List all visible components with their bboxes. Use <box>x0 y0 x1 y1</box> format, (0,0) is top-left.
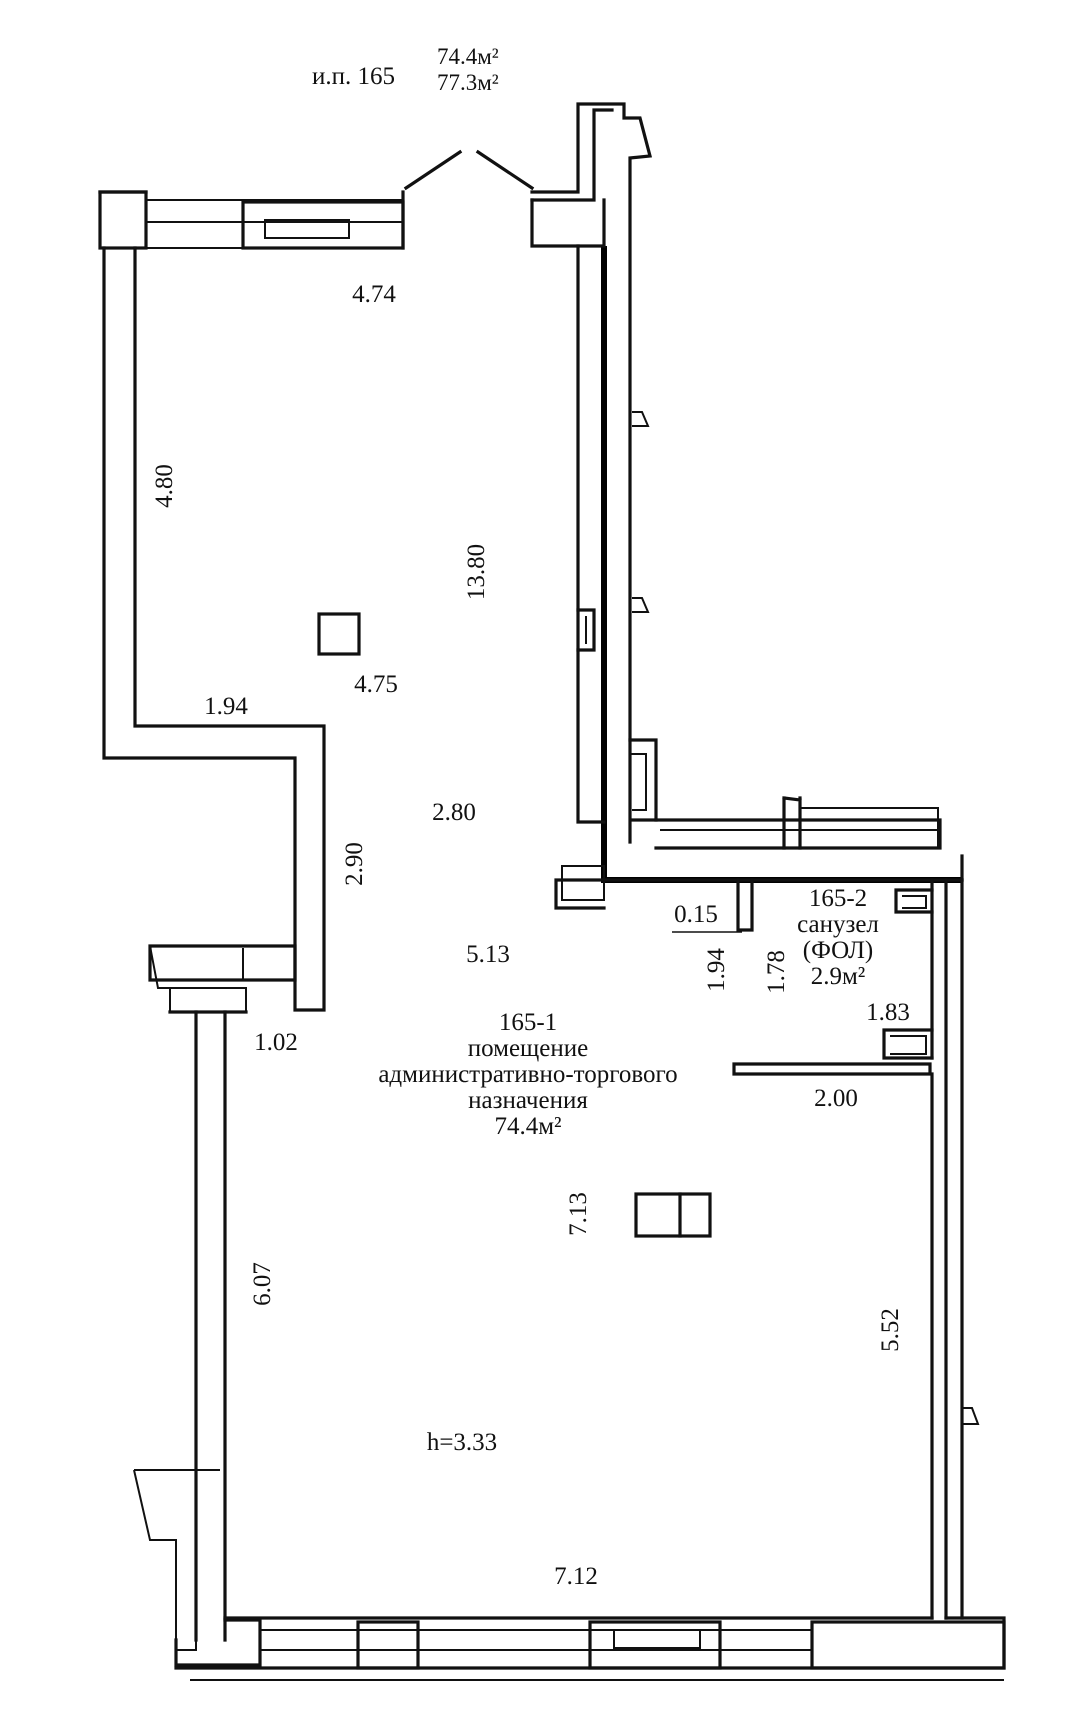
room-name: санузел <box>797 911 879 938</box>
entrance-door <box>403 149 535 191</box>
room-165-1-label: 165-1 помещение административно-торговог… <box>378 1009 677 1140</box>
dim-left-upper-height: 4.80 <box>151 464 178 508</box>
dim-main-height: 13.80 <box>463 544 490 600</box>
room-area: 74.4м² <box>494 1113 561 1140</box>
column-lower <box>634 1192 712 1238</box>
column-upper <box>317 612 361 656</box>
dim-niche-height: 2.90 <box>341 842 368 886</box>
wall-inner-heavy <box>554 854 964 1620</box>
room-name-line1: помещение <box>468 1035 589 1062</box>
wall-right-notch <box>960 878 980 1620</box>
unit-label: и.п. 165 <box>312 63 395 90</box>
wall-outer <box>98 190 405 1667</box>
dim-top-width: 4.74 <box>352 281 396 308</box>
dim-wc-height: 1.78 <box>763 950 790 994</box>
dim-wc-bottom-width: 2.00 <box>814 1085 858 1112</box>
dim-wc-width: 1.83 <box>866 999 910 1026</box>
dim-left-lower-height: 6.07 <box>249 1262 276 1306</box>
dim-partition-thickness: 0.15 <box>674 901 718 928</box>
dim-ceiling-height: h=3.33 <box>427 1429 497 1456</box>
area-label-2: 77.3м² <box>437 70 499 95</box>
wall-bottom <box>174 1616 1006 1681</box>
area-label-1: 74.4м² <box>437 44 499 69</box>
room-number: 165-1 <box>499 1009 557 1036</box>
room-note: (ФОЛ) <box>803 937 873 964</box>
dim-right-lower-height: 5.52 <box>877 1308 904 1352</box>
wall-right-upper <box>530 102 962 883</box>
dim-mid-width: 2.80 <box>432 799 476 826</box>
dim-corridor-height: 1.94 <box>703 948 730 992</box>
room-name-line2: административно-торгового <box>378 1061 677 1088</box>
room-name-line3: назначения <box>468 1087 588 1114</box>
room-area: 2.9м² <box>811 963 866 990</box>
dim-step-width: 1.02 <box>254 1029 298 1056</box>
dim-mid-width-2: 5.13 <box>466 941 510 968</box>
dim-column-offset: 4.75 <box>354 671 398 698</box>
dim-bottom-width: 7.12 <box>554 1563 598 1590</box>
room-number: 165-2 <box>809 885 867 912</box>
dim-niche-width: 1.94 <box>204 693 248 720</box>
wc-partitions <box>672 878 934 1620</box>
dim-lower-height: 7.13 <box>565 1192 592 1236</box>
room-165-2-label: 165-2 санузел (ФОЛ) 2.9м² <box>797 885 879 990</box>
